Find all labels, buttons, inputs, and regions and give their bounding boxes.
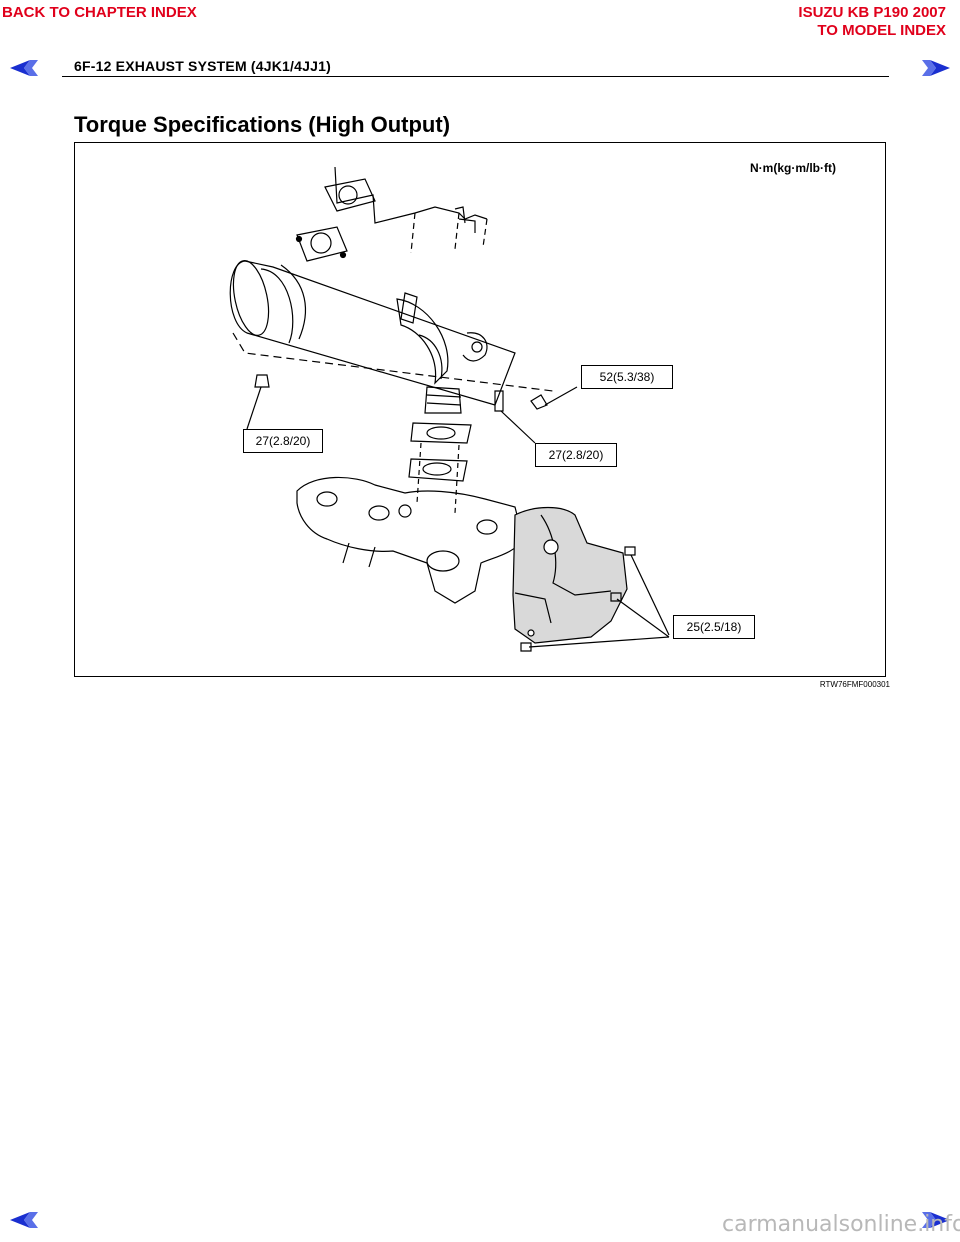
exhaust-torque-figure: N·m(kg·m/lb·ft) 52(5.3/38) 27(2.8/20) 27…: [74, 142, 886, 677]
torque-callout-27-left: 27(2.8/20): [243, 429, 323, 453]
page-heading: Torque Specifications (High Output): [74, 112, 451, 137]
figure-id: RTW76FMF000301: [819, 680, 890, 689]
torque-callout-25: 25(2.5/18): [673, 615, 755, 639]
exhaust-assembly-illustration: [229, 166, 670, 652]
torque-callout-52: 52(5.3/38): [581, 365, 673, 389]
torque-units-label: N·m(kg·m/lb·ft): [750, 161, 836, 175]
model-title-link[interactable]: ISUZU KB P190 2007: [798, 4, 946, 21]
back-to-chapter-index-link[interactable]: BACK TO CHAPTER INDEX: [2, 4, 197, 21]
previous-page-arrow-icon[interactable]: [8, 58, 40, 78]
section-title: 6F-12 EXHAUST SYSTEM (4JK1/4JJ1): [74, 58, 331, 74]
previous-page-arrow-icon[interactable]: [8, 1210, 40, 1230]
site-watermark: carmanualsonline.info: [722, 1212, 960, 1237]
header-divider: [62, 76, 889, 77]
next-page-arrow-icon[interactable]: [920, 58, 952, 78]
next-page-arrow-icon[interactable]: [920, 1210, 952, 1230]
to-model-index-link[interactable]: TO MODEL INDEX: [817, 22, 946, 39]
torque-callout-27-middle: 27(2.8/20): [535, 443, 617, 467]
